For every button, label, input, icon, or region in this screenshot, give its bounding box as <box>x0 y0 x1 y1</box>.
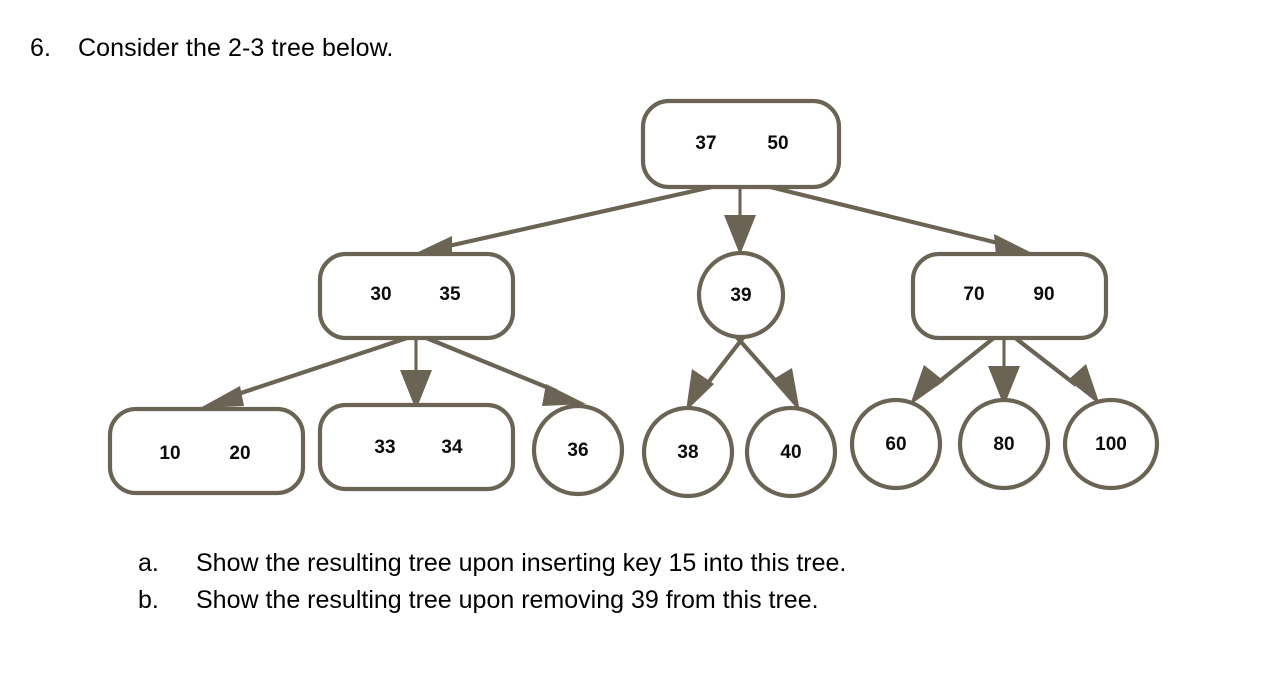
subquestion-list: a. Show the resulting tree upon insertin… <box>138 545 846 619</box>
tree-node-39[interactable]: 39 <box>696 250 786 340</box>
node-key: 40 <box>780 442 801 463</box>
edge-root-to-39 <box>724 186 756 255</box>
edge-70-90-to-80 <box>988 337 1020 406</box>
edge-70-90-to-60 <box>910 335 997 405</box>
edge-70-90-to-100 <box>1012 335 1100 405</box>
node-key: 30 <box>370 284 391 305</box>
tree-node-40[interactable]: 40 <box>744 405 838 499</box>
edge-39-to-38 <box>686 332 748 411</box>
node-key: 10 <box>159 443 180 464</box>
tree-node-36[interactable]: 36 <box>531 403 625 497</box>
tree-node-70-90[interactable]: 70 90 <box>910 251 1109 341</box>
node-key: 60 <box>885 434 906 455</box>
tree-node-10-20[interactable]: 10 20 <box>107 406 306 496</box>
node-key: 50 <box>767 133 788 154</box>
node-key: 90 <box>1033 284 1054 305</box>
subquestion-a-text: Show the resulting tree upon inserting k… <box>196 549 847 577</box>
node-key: 100 <box>1095 434 1127 455</box>
node-key: 33 <box>374 437 395 458</box>
edge-root-to-30-35 <box>414 183 717 258</box>
edge-30-35-to-36 <box>423 335 586 406</box>
tree-node-30-35[interactable]: 30 35 <box>317 251 516 341</box>
question-heading: 6. Consider the 2-3 tree below. <box>30 33 393 63</box>
subquestion-b: b. Show the resulting tree upon removing… <box>138 582 846 619</box>
question-prompt: Consider the 2-3 tree below. <box>78 34 394 62</box>
subquestion-b-text: Show the resulting tree upon removing 39… <box>196 586 819 614</box>
subquestion-a-label: a. <box>138 549 159 577</box>
node-key: 20 <box>229 443 250 464</box>
node-key: 39 <box>730 285 751 306</box>
node-key: 37 <box>695 133 716 154</box>
edge-30-35-to-33-34 <box>400 337 432 410</box>
tree-diagram: 37 50 30 35 39 70 90 <box>0 78 1264 528</box>
subquestion-a: a. Show the resulting tree upon insertin… <box>138 545 846 582</box>
subquestion-b-label: b. <box>138 586 159 614</box>
tree-node-38[interactable]: 38 <box>641 405 735 499</box>
tree-node-root-37-50[interactable]: 37 50 <box>640 98 842 190</box>
node-key: 38 <box>677 442 698 463</box>
node-key: 36 <box>567 440 588 461</box>
edge-30-35-to-10-20 <box>200 335 411 408</box>
edge-root-to-70-90 <box>765 183 1034 256</box>
tree-node-33-34[interactable]: 33 34 <box>317 402 516 492</box>
tree-node-80[interactable]: 80 <box>957 397 1051 491</box>
tree-node-100[interactable]: 100 <box>1062 397 1160 491</box>
tree-node-60[interactable]: 60 <box>849 397 943 491</box>
edge-39-to-40 <box>732 332 800 412</box>
node-key: 70 <box>963 284 984 305</box>
node-key: 80 <box>993 434 1014 455</box>
node-key: 34 <box>441 437 463 458</box>
question-number: 6. <box>30 34 52 62</box>
node-key: 35 <box>439 284 461 305</box>
